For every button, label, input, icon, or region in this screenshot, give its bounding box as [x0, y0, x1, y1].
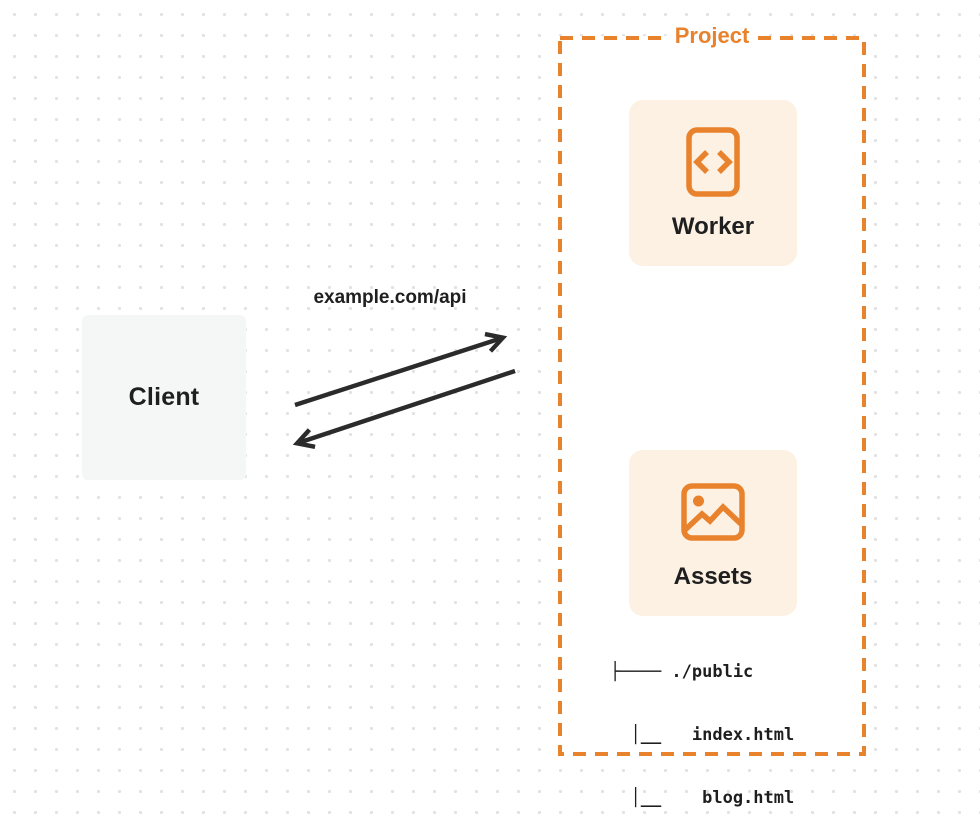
tree-line-index: │__ index.html — [610, 725, 795, 745]
tree-line-public: ├──── ./public — [610, 662, 754, 682]
project-label: Project — [666, 21, 758, 51]
worker-node: Worker — [629, 100, 797, 266]
tree-line-blog: │__ blog.html — [610, 788, 795, 808]
request-arrow — [294, 331, 508, 408]
assets-node: Assets — [629, 450, 797, 616]
project-dashed-border — [558, 36, 866, 756]
worker-label: Worker — [671, 213, 755, 240]
request-url-label: example.com/api — [313, 287, 467, 308]
client-node: Client — [82, 315, 246, 480]
client-label: Client — [128, 383, 200, 411]
image-icon — [681, 483, 745, 541]
response-arrow — [292, 368, 516, 449]
assets-label: Assets — [673, 563, 753, 590]
file-tree: ├──── ./public │__ index.html │__ blog.h… — [610, 620, 794, 818]
code-file-icon — [686, 127, 740, 197]
request-response-arrows — [292, 331, 516, 449]
project-container: Project Worker Assets ├──── ./public │__… — [558, 21, 866, 808]
